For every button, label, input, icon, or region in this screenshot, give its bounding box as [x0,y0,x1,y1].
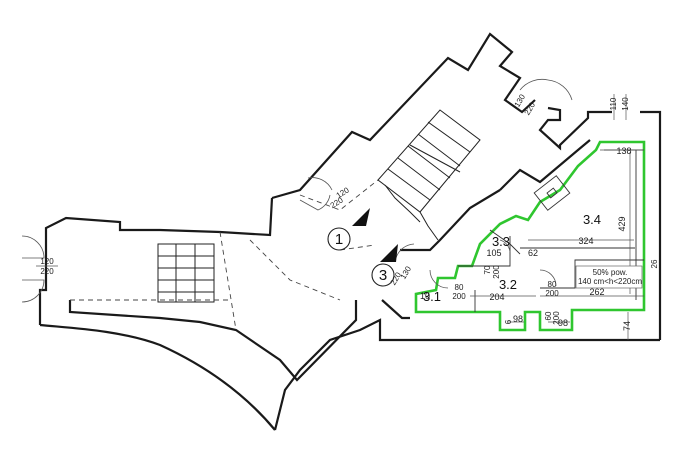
window-dim-a: 110 [609,97,618,110]
dim-262: 262 [589,287,604,297]
dim-324: 324 [578,236,593,246]
room-label-3-1: 3.1 [423,289,441,304]
door-34-height: 200 [545,289,559,298]
dim-74: 74 [622,321,632,331]
note-box [575,265,643,289]
door-33-width: 70 [483,265,492,274]
door-35-width: 60 [544,311,553,320]
marker-label-3: 3 [379,267,387,284]
section-arrow-3 [380,244,398,262]
dim-10: 10 [420,291,430,301]
dim-98-left: 98 [513,314,523,324]
door-34-width: 80 [548,280,557,289]
room-label-3-3: 3.3 [492,234,510,249]
door-31-width: 80 [455,283,464,292]
marker-label-1: 1 [335,231,343,248]
room-label-3-4: 3.4 [583,212,601,227]
door-31-height: 200 [452,292,466,301]
apartment-outline [414,140,646,332]
dimension-lines [470,94,644,340]
door-35-height: 200 [552,311,561,325]
dim-429: 429 [617,216,627,231]
building-walls [38,32,662,431]
dim-62: 62 [528,248,538,258]
door-left-width: 120 [40,257,54,266]
note-line-1: 50% pow. [593,268,628,277]
dim-6: 6 [504,319,513,324]
marker-circle-3 [371,263,395,287]
dim-138: 138 [616,146,631,156]
door-left-height: 220 [40,267,54,276]
door-top-height: 220 [523,100,538,117]
dim-105: 105 [486,248,501,258]
note-line-2: 140 cm<h<220cm [578,277,642,286]
main-staircase [377,109,481,241]
dim-26: 26 [650,259,659,268]
door-swings [21,79,573,303]
interior-partitions [458,149,644,312]
section-arrow-1 [352,208,370,226]
marker-circle-1 [327,227,351,251]
room-label-3-2: 3.2 [499,277,517,292]
corridor-dashes [70,179,379,331]
left-staircase [157,243,215,303]
window-dim-b: 140 [621,97,630,111]
dim-98-right: 98 [558,318,568,328]
dim-204: 204 [489,292,504,302]
door-33-height: 200 [492,265,501,279]
